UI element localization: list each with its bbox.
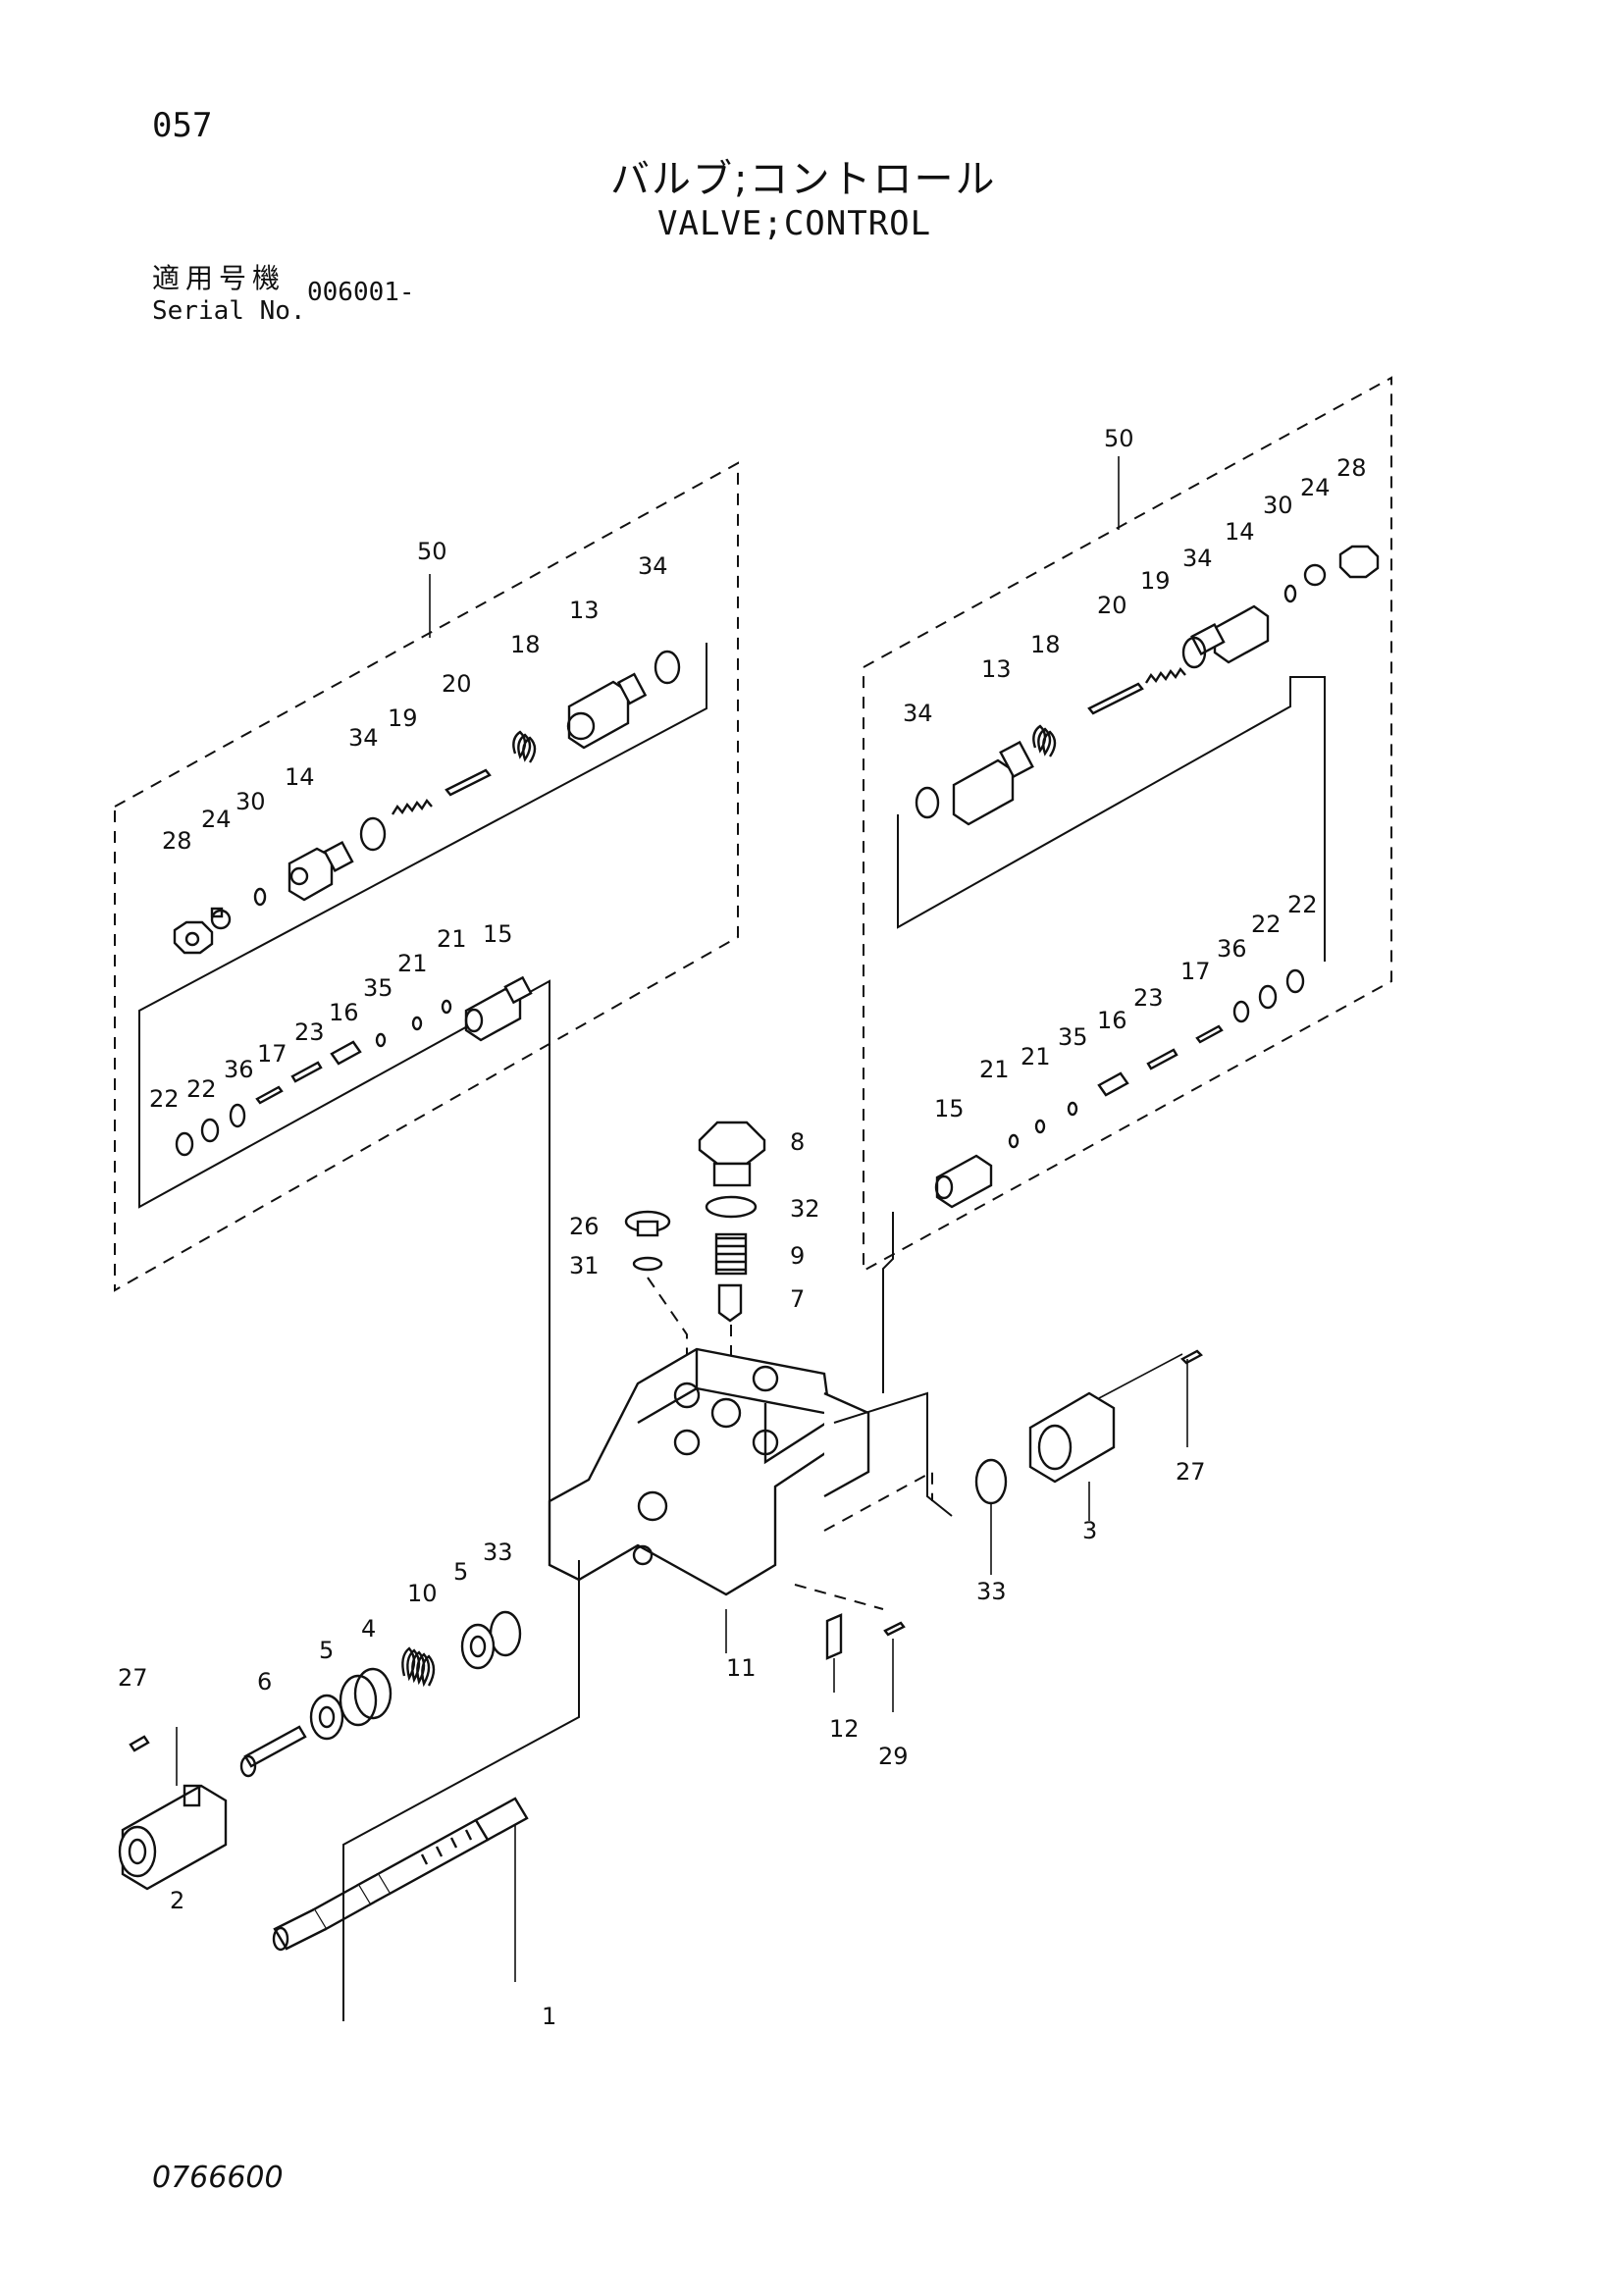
- label-28: 28: [1336, 454, 1367, 482]
- label-10: 10: [407, 1580, 438, 1607]
- label-23: 23: [294, 1018, 325, 1046]
- label-17: 17: [257, 1040, 288, 1068]
- label-1: 1: [542, 2003, 556, 2030]
- label-22: 22: [186, 1075, 217, 1103]
- label-18: 18: [1030, 631, 1061, 658]
- label-22: 22: [1287, 891, 1318, 918]
- label-22: 22: [1251, 911, 1282, 938]
- label-28: 28: [162, 827, 192, 855]
- label-5: 5: [319, 1637, 334, 1664]
- label-3: 3: [1082, 1517, 1097, 1544]
- label-4: 4: [361, 1615, 376, 1643]
- label-23: 23: [1133, 984, 1164, 1012]
- page-title-english: VALVE;CONTROL: [657, 204, 932, 243]
- page-number: 057: [152, 106, 213, 145]
- label-20: 20: [442, 670, 472, 698]
- label-21: 21: [1021, 1043, 1051, 1070]
- valve-body: [548, 1347, 953, 1653]
- label-36: 36: [1217, 935, 1247, 963]
- label-11: 11: [726, 1654, 757, 1682]
- label-12: 12: [829, 1715, 860, 1743]
- label-24: 24: [201, 806, 232, 833]
- left-kit-parts: [173, 650, 681, 1157]
- label-32: 32: [790, 1195, 820, 1223]
- label-20: 20: [1097, 592, 1127, 619]
- label-19: 19: [388, 704, 418, 732]
- label-34: 34: [638, 552, 668, 580]
- label-5: 5: [453, 1558, 468, 1586]
- label-21: 21: [979, 1056, 1010, 1083]
- label-kit-right: 50: [1104, 425, 1134, 452]
- label-13: 13: [981, 655, 1012, 683]
- label-2: 2: [170, 1887, 184, 1914]
- right-kit-parts: [915, 545, 1380, 1209]
- label-27: 27: [118, 1664, 148, 1692]
- label-21: 21: [397, 950, 428, 977]
- label-30: 30: [236, 788, 266, 815]
- drawing-code: 0766600: [152, 2161, 284, 2195]
- label-22: 22: [149, 1085, 180, 1113]
- label-15: 15: [934, 1095, 965, 1122]
- label-33: 33: [976, 1578, 1007, 1605]
- label-15: 15: [483, 920, 513, 948]
- label-29: 29: [878, 1743, 909, 1770]
- label-35: 35: [363, 974, 393, 1002]
- label-33: 33: [483, 1539, 513, 1566]
- label-21: 21: [437, 925, 467, 953]
- page-title-japanese: バルブ;コントロール: [610, 157, 997, 202]
- label-kit-left: 50: [417, 538, 447, 565]
- label-34: 34: [348, 724, 379, 752]
- label-27: 27: [1176, 1458, 1206, 1486]
- label-36: 36: [224, 1056, 254, 1083]
- label-24: 24: [1300, 474, 1331, 501]
- label-13: 13: [569, 597, 600, 624]
- spool-assembly-parts: [118, 1560, 580, 2021]
- serial-label-japanese: 適用号機: [152, 262, 287, 294]
- right-kit-outline: [863, 376, 1392, 1393]
- label-31: 31: [569, 1252, 600, 1279]
- label-34: 34: [1182, 545, 1213, 572]
- label-18: 18: [510, 631, 541, 658]
- left-kit-outline: [114, 461, 739, 1511]
- label-6: 6: [257, 1668, 272, 1696]
- label-16: 16: [329, 999, 359, 1026]
- label-16: 16: [1097, 1007, 1127, 1034]
- label-26: 26: [569, 1213, 600, 1240]
- label-35: 35: [1058, 1023, 1088, 1051]
- part-number-labels: 50 34 13 18 20 19 34 14 30 24 28 15 21 2…: [118, 425, 1367, 2030]
- label-14: 14: [285, 763, 315, 791]
- right-side-parts: [794, 1349, 1203, 1712]
- label-7: 7: [790, 1285, 805, 1313]
- label-8: 8: [790, 1128, 805, 1156]
- label-17: 17: [1180, 958, 1211, 985]
- label-34: 34: [903, 700, 933, 727]
- serial-label-english: Serial No.: [152, 296, 306, 326]
- serial-number-range: 006001-: [307, 278, 415, 307]
- label-14: 14: [1225, 518, 1255, 546]
- label-19: 19: [1140, 567, 1171, 595]
- label-9: 9: [790, 1242, 805, 1270]
- label-30: 30: [1263, 492, 1293, 519]
